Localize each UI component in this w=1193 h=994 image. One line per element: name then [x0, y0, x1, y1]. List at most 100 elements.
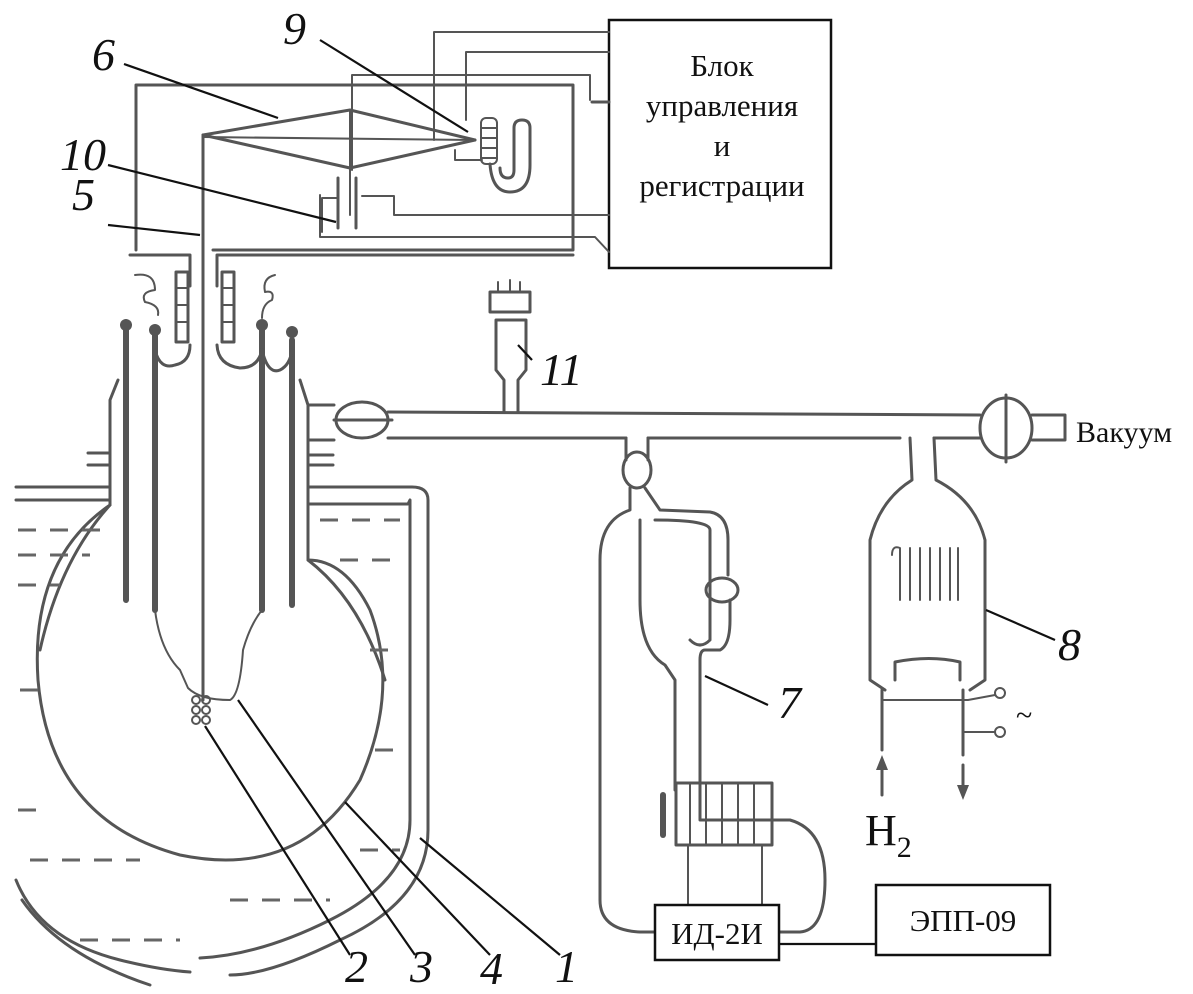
callout-9: 9: [283, 3, 306, 54]
head-right-frame: [215, 253, 575, 288]
callout-7: 7: [778, 677, 803, 728]
terminal-2: [994, 726, 1006, 738]
sample-bead: [201, 705, 211, 715]
arrow-down-icon: [957, 785, 969, 800]
gauge-11-body: [494, 318, 528, 414]
control-block-line-3: и: [714, 128, 731, 163]
post-cap-2: [149, 324, 161, 336]
wire-2: [465, 51, 610, 121]
capacitor-lead: [321, 197, 339, 233]
coil-9-turns: [480, 127, 498, 159]
gauge-block-label: ИД-2И: [671, 916, 763, 951]
control-wiring: [134, 31, 611, 253]
manometer-7: [598, 436, 827, 934]
bath-wall-inner: [198, 498, 412, 960]
gauge-11-cap: [488, 290, 532, 314]
gas-label-h2: H2: [865, 806, 912, 864]
seal-rungs: [175, 287, 235, 323]
dewar-head: [120, 253, 575, 613]
liquid-surface-left: [14, 485, 112, 502]
purifier-right-wall: [932, 436, 987, 692]
m7-inner-loop: [653, 518, 712, 647]
u-magnet: [488, 118, 532, 194]
post-cap-1: [120, 319, 132, 331]
leader-6: [123, 62, 279, 120]
seal-right: [220, 270, 236, 344]
glass-seal-right: [215, 343, 264, 370]
neck-right: [298, 378, 387, 682]
purifier-base-wire: [881, 694, 996, 701]
liquid-hatching: [18, 518, 400, 942]
outer-frame-wire: [134, 83, 575, 252]
bath-bottom-left: [14, 878, 192, 974]
reaction-vessel: [35, 378, 387, 862]
gauge-block-id2i: [653, 903, 781, 962]
flask-4: [35, 503, 385, 862]
callout-8: 8: [1058, 619, 1081, 670]
leader-2: [204, 725, 351, 956]
control-block-line-1: Блок: [690, 48, 754, 83]
seal-left: [174, 270, 190, 344]
ampoule-3: [154, 609, 263, 701]
sample-bead: [201, 695, 211, 705]
leader-3: [237, 699, 416, 956]
gas-label-sub: 2: [897, 831, 912, 864]
sample-bead: [191, 695, 201, 705]
sample-bead: [191, 705, 201, 715]
callout-4: 4: [480, 943, 503, 994]
m7-coil-housing: [674, 781, 774, 847]
bath-bottom-left-2: [20, 898, 152, 987]
leader-8: [985, 608, 1056, 642]
dewar-bath-1: [14, 485, 430, 987]
glass-seal-left: [153, 343, 192, 368]
instrument-blocks: ИД-2И ЭПП-09: [653, 883, 1052, 962]
gauge-11-pins: [497, 279, 521, 293]
spiral-right: [261, 274, 276, 319]
ac-symbol: ~: [1016, 699, 1032, 732]
sample-bead: [201, 715, 211, 725]
sample-bead: [191, 715, 201, 725]
purifier-left-wall: [868, 436, 914, 692]
leader-10: [107, 163, 337, 224]
control-block-frame: [607, 18, 833, 270]
head-left-frame: [128, 253, 192, 288]
recorder-block-label: ЭПП-09: [910, 903, 1017, 938]
m7-stopcock-2[interactable]: [704, 576, 740, 604]
side-port-left: [86, 451, 112, 467]
vacuum-outlet: [1030, 413, 1067, 442]
wire-5: [319, 194, 610, 253]
sample-2: [191, 695, 211, 725]
m7-outer-loop: [598, 486, 827, 934]
control-block-line-2: управления: [646, 88, 798, 123]
glass-seal-right-2: [260, 348, 294, 373]
control-block-line-4: регистрации: [639, 168, 804, 203]
callout-3: 3: [409, 941, 433, 992]
m7-stopcock[interactable]: [621, 450, 653, 490]
m7-coil-turns: [689, 782, 755, 846]
leader-7: [704, 675, 769, 706]
gas-label-main: H: [865, 806, 897, 855]
callout-5: 5: [72, 169, 95, 220]
post-cap-4: [286, 326, 298, 338]
callout-11: 11: [540, 344, 583, 395]
side-port-right: [306, 453, 335, 467]
hydrogen-purifier-8: ~ H2: [865, 436, 1032, 864]
spiral-left: [134, 273, 160, 316]
wire-3: [351, 74, 591, 171]
callout-2: 2: [345, 941, 368, 992]
bath-wall-outer: [228, 485, 430, 977]
callout-1: 1: [555, 941, 578, 992]
purifier-filament: [891, 546, 959, 601]
leader-1: [419, 837, 561, 956]
leader-5: [107, 223, 201, 237]
wire-1: [433, 31, 610, 141]
manifold-top-wall: [386, 410, 982, 417]
callout-10: 10: [60, 129, 106, 180]
balance-assembly: [201, 108, 532, 702]
purifier-cup: [893, 657, 962, 682]
neck-left: [38, 378, 120, 652]
leader-9: [319, 39, 469, 133]
m7-leads: [687, 844, 763, 906]
post-cap-3: [256, 319, 268, 331]
